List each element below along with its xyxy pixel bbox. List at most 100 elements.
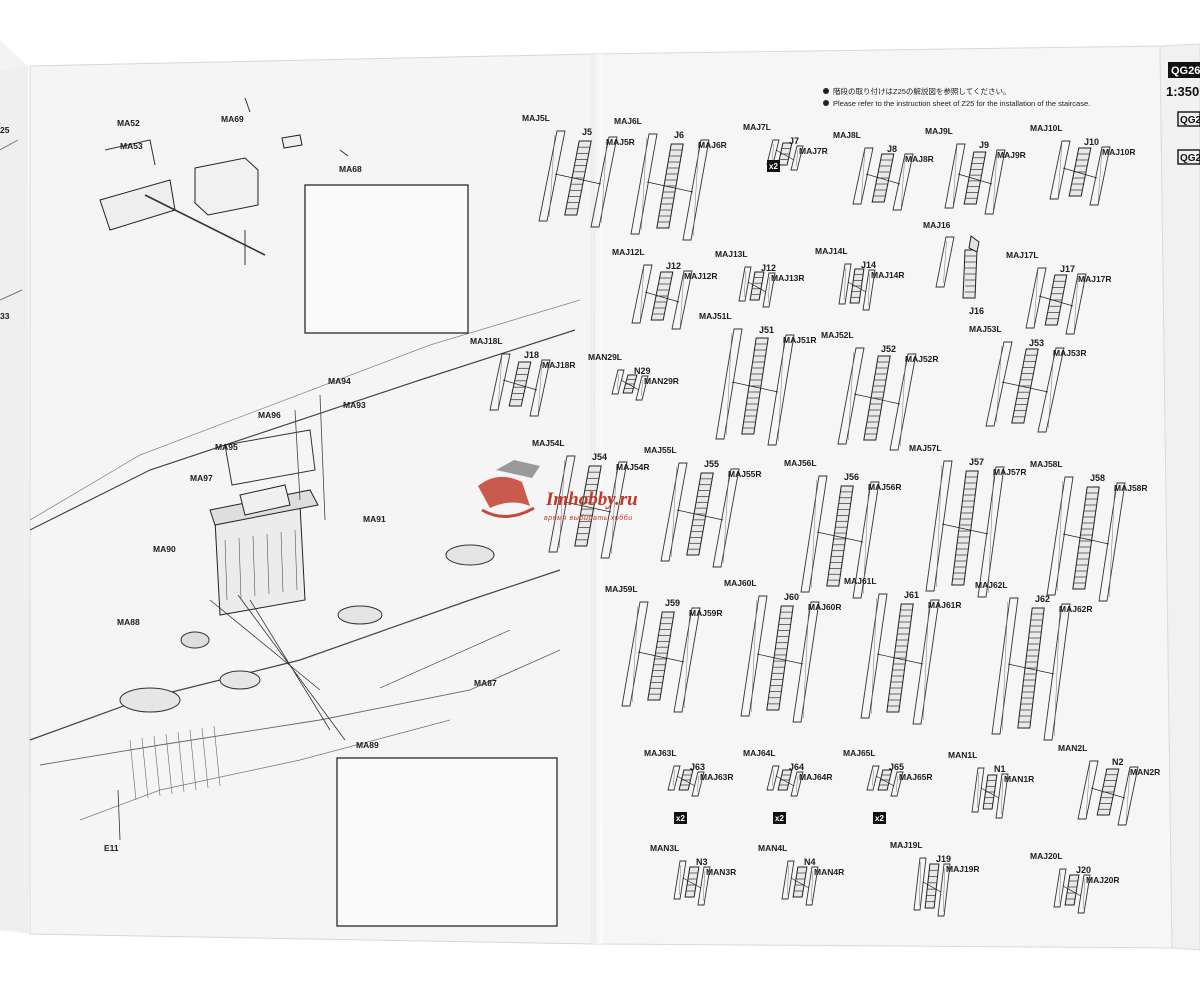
part-number: J7: [789, 136, 799, 146]
rail-right: [635, 375, 649, 401]
part-number: J57: [969, 457, 984, 467]
part-number: N2: [1112, 757, 1124, 767]
part-label-left: MAJ19L: [890, 840, 923, 850]
rail-right: [682, 139, 710, 241]
rail-right: [673, 607, 701, 713]
rail-left: [1077, 760, 1099, 820]
stair-block: [656, 143, 684, 229]
part-label-left: MAJ55L: [644, 445, 677, 455]
assembly-arrow: [790, 877, 810, 889]
rail-right: [767, 334, 795, 446]
rail-left: [631, 264, 653, 324]
part-number: J64: [789, 762, 804, 772]
callout-ma87: MA87: [474, 678, 497, 688]
watermark-tagline: время выбирать хобби: [544, 514, 633, 522]
rail-left: [860, 593, 888, 719]
part-label-left: MAJ12L: [612, 247, 645, 257]
assembly-arrow: [1001, 381, 1049, 393]
rail-right: [1043, 603, 1071, 741]
assembly-arrow: [957, 173, 993, 185]
rail-right: [912, 599, 940, 725]
edge-label-top: 25: [0, 125, 10, 135]
stair-block: [951, 470, 979, 586]
part-label-left: MAJ6L: [614, 116, 642, 126]
part-label-right: MAJ7R: [799, 146, 828, 156]
rail-left: [944, 143, 966, 209]
inset-box-bridge-top: [304, 184, 469, 334]
rail-left: [866, 765, 880, 791]
stair-block: [564, 140, 592, 216]
part-label-right: MAJ54R: [616, 462, 650, 472]
rail-left: [925, 460, 953, 592]
part-number: J6: [674, 130, 684, 140]
rail-left: [852, 147, 874, 205]
part-number: J12: [761, 263, 776, 273]
part-label-left: MAN29L: [588, 352, 622, 362]
part-label-left: MAJ57L: [909, 443, 942, 453]
assembly-arrow: [775, 149, 795, 161]
kit-code-side-b: QG2: [1180, 153, 1200, 164]
stair-block: [777, 769, 793, 791]
stair-block: [766, 605, 794, 711]
assembly-arrow: [941, 523, 989, 535]
part-label-left: MAJ10L: [1030, 123, 1063, 133]
part-label-left: MAJ56L: [784, 458, 817, 468]
quantity-text: x2: [769, 162, 778, 171]
stair-block: [508, 361, 532, 407]
stair-block: [678, 769, 694, 791]
part-number: J59: [665, 598, 680, 608]
rail-left: [630, 133, 658, 235]
rail-right: [790, 145, 804, 171]
stair-block: [982, 774, 998, 810]
part-label-right: MAJ56R: [868, 482, 902, 492]
part-label-left: MAJ59L: [605, 584, 638, 594]
part-label-left: MAN2L: [1058, 743, 1087, 753]
assembly-arrow: [922, 881, 942, 893]
rail-right: [852, 481, 880, 599]
part-label-right: MAJ53R: [1053, 348, 1087, 358]
part-label-right: MAN29R: [644, 376, 679, 386]
part-label-left: MAJ7L: [743, 122, 771, 132]
kit-code-side-a: QG2: [1180, 115, 1200, 126]
rail-left: [660, 462, 688, 562]
watermark-site: Imhobby.ru: [545, 489, 638, 510]
assembly-arrow: [756, 653, 804, 665]
rail-left: [548, 455, 576, 553]
part-label-left: MAJ8L: [833, 130, 861, 140]
callout-ma53: MA53: [120, 141, 143, 151]
part-label-right: MAJ9R: [997, 150, 1026, 160]
kit-code: QG26: [1171, 65, 1200, 77]
rail-left: [913, 857, 927, 911]
part-number: J52: [881, 344, 896, 354]
part-label-right: MAJ55R: [728, 469, 762, 479]
stair-block: [622, 374, 638, 394]
part-label-left: MAJ51L: [699, 311, 732, 321]
rail-right: [671, 270, 693, 330]
rail-left: [1046, 476, 1074, 596]
part-label-left: MAJ63L: [644, 748, 677, 758]
callout-ma93: MA93: [343, 400, 366, 410]
part-label-left: MAJ20L: [1030, 851, 1063, 861]
callout-ma90: MA90: [153, 544, 176, 554]
rail-left: [991, 597, 1019, 735]
part-label-right: MAJ60R: [808, 602, 842, 612]
stair-block: [777, 142, 793, 166]
rail-left: [837, 347, 865, 445]
rail-right: [790, 771, 804, 797]
rail-left: [766, 765, 780, 791]
assembly-arrow: [1062, 533, 1110, 545]
part-label-right: MAJ8R: [905, 154, 934, 164]
